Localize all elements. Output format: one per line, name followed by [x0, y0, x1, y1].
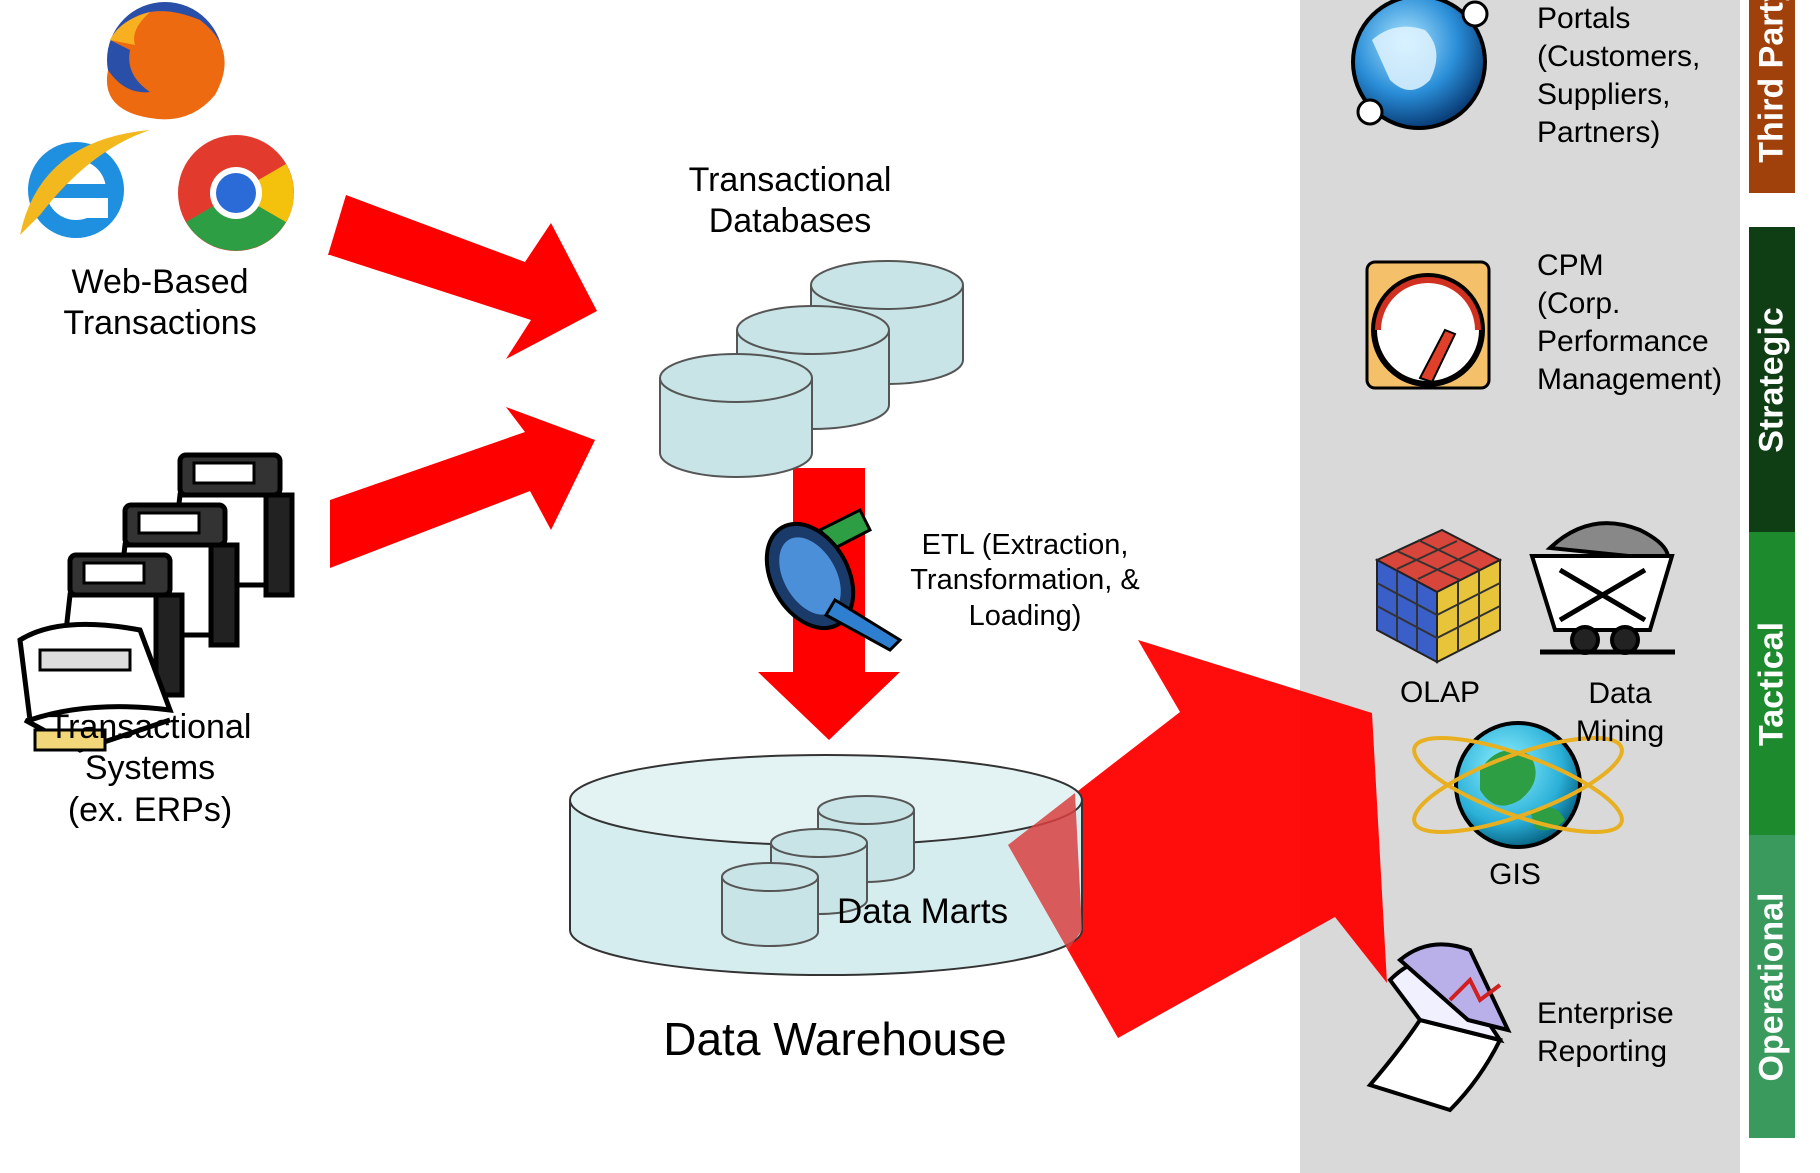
- web-transactions-label: Web-Based Transactions: [63, 263, 257, 343]
- arrow-systems-to-db: [330, 407, 595, 568]
- band-label-tactical-box: Tactical: [1749, 532, 1795, 835]
- band-label-operational: Operational: [1752, 892, 1791, 1081]
- data-mart-cylinders: [721, 795, 915, 947]
- portals-label: Portals (Customers, Suppliers, Partners): [1537, 2, 1701, 150]
- transactional-systems-label: Transactional Systems (ex. ERPs): [48, 708, 252, 829]
- band-label-third-party: Third Party: [1752, 0, 1791, 164]
- data-mining-label: Data Mining: [1575, 677, 1665, 749]
- olap-label: OLAP: [1399, 676, 1481, 709]
- etl-label: ETL (Extraction, Transformation, & Loadi…: [910, 529, 1140, 632]
- enterprise-reporting-icon: [1366, 942, 1512, 1113]
- data-mining-cart-icon: [1529, 521, 1675, 655]
- band-tactical: [1749, 532, 1795, 835]
- data-marts-label: Data Marts: [837, 892, 1009, 931]
- database-cylinder-front: [659, 353, 813, 478]
- transactional-databases-label: Transactional Databases: [688, 161, 892, 241]
- olap-cube-icon: [1374, 528, 1503, 664]
- chrome-icon: [178, 135, 294, 251]
- portals-globe-icon: [1351, 0, 1489, 130]
- band-label-third-party-box: Third Party: [1749, 0, 1795, 193]
- arrow-web-to-db: [328, 195, 597, 359]
- transaction-machines-icon: [17, 452, 295, 753]
- internet-explorer-icon: [20, 130, 150, 238]
- enterprise-reporting-label: Enterprise Reporting: [1537, 997, 1674, 1069]
- band-label-operational-box: Operational: [1749, 835, 1795, 1138]
- band-label-strategic: Strategic: [1752, 306, 1791, 453]
- cpm-label: CPM (Corp. Performance Management): [1537, 249, 1723, 397]
- gis-globe-icon: [1412, 721, 1624, 849]
- data-warehouse-label: Data Warehouse: [663, 1013, 1007, 1065]
- band-label-strategic-box: Strategic: [1749, 227, 1795, 532]
- band-strategic: [1749, 227, 1795, 532]
- band-third-party: [1749, 0, 1795, 193]
- arrow-overlap: [1008, 793, 1082, 950]
- tools-panel: [1300, 0, 1740, 1173]
- firefox-icon: [106, 2, 225, 120]
- funnel-icon: [764, 507, 903, 652]
- band-label-tactical: Tactical: [1752, 621, 1791, 746]
- gis-label: GIS: [1489, 858, 1541, 891]
- arrow-warehouse-to-tools: [1008, 640, 1387, 1038]
- band-operational: [1749, 835, 1795, 1138]
- cpm-gauge-icon: [1365, 260, 1491, 390]
